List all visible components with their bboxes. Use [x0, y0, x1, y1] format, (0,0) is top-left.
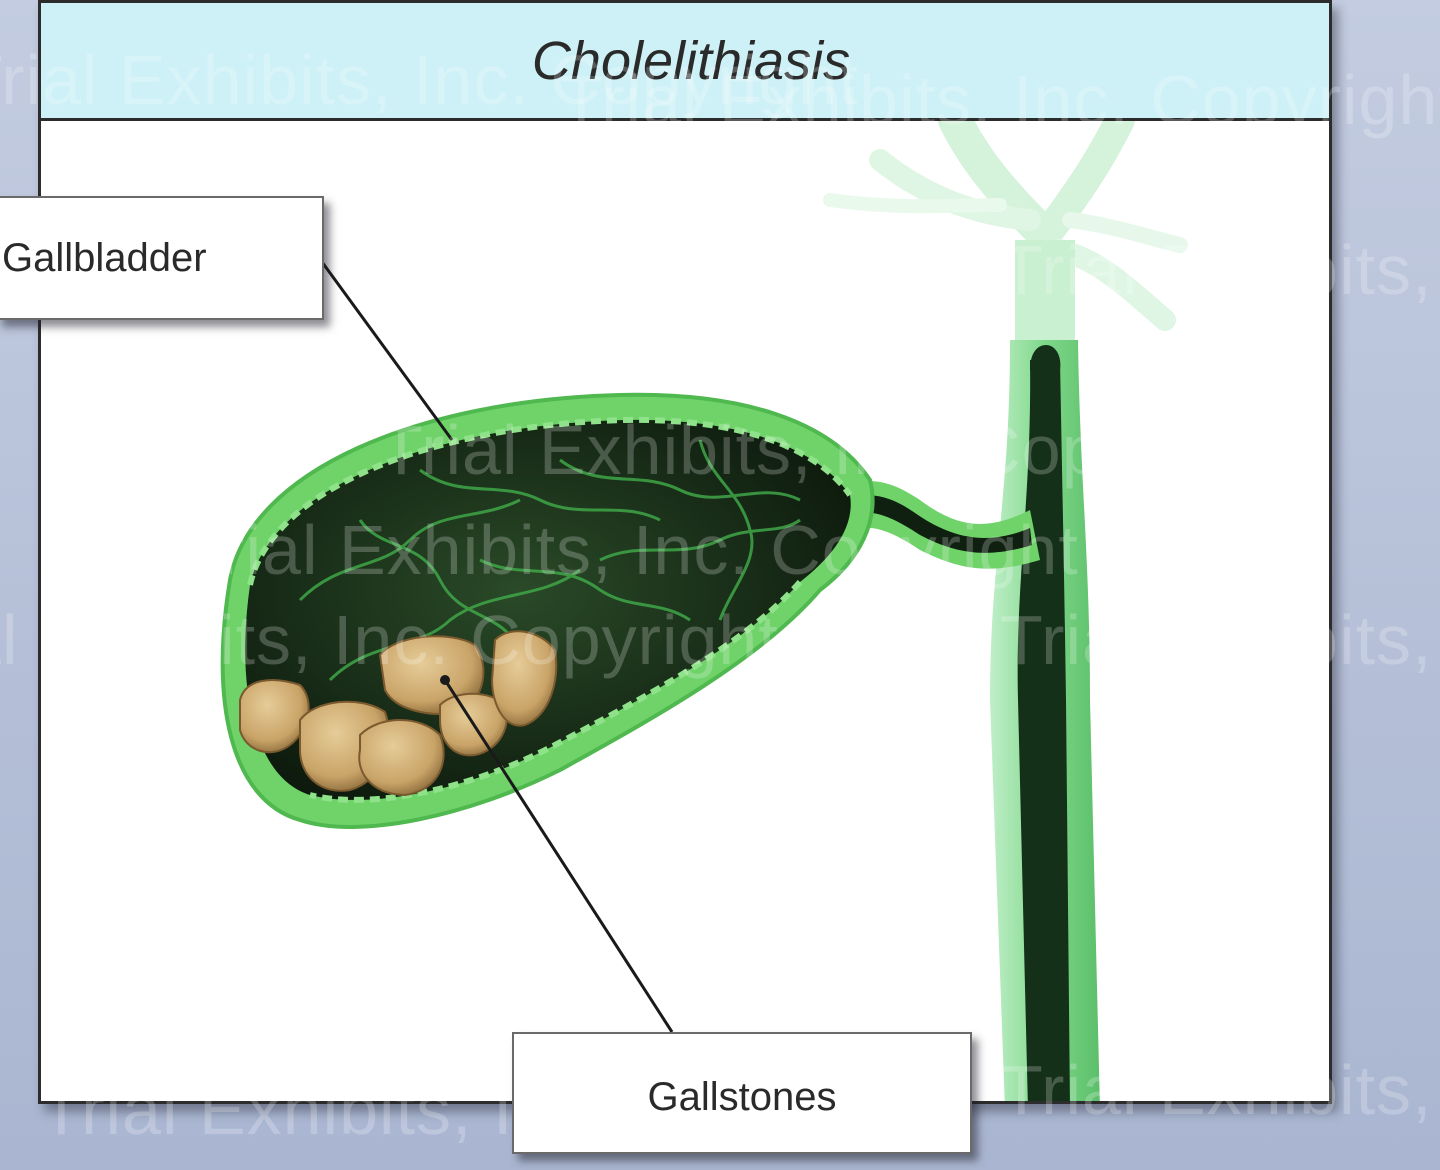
gallbladder-leader-line — [320, 261, 454, 441]
gallstones-label: Gallstones — [512, 1032, 972, 1154]
gallstones-cluster — [239, 630, 558, 797]
gallbladder-label: Gallbladder — [0, 196, 324, 320]
gallstone — [490, 630, 558, 727]
gallstones-leader-dot — [440, 675, 450, 685]
gallstones-leader-line — [443, 679, 674, 1033]
cystic-duct — [830, 481, 1040, 569]
gallstone — [358, 719, 445, 797]
title-bar: Cholelithiasis — [41, 3, 1329, 121]
hepatic-duct-branches — [823, 121, 1188, 360]
diagram-title: Cholelithiasis — [531, 30, 851, 91]
common-bile-duct — [990, 340, 1100, 1101]
gallstones-label-text: Gallstones — [647, 1074, 837, 1119]
gallbladder-label-text: Gallbladder — [2, 235, 207, 280]
